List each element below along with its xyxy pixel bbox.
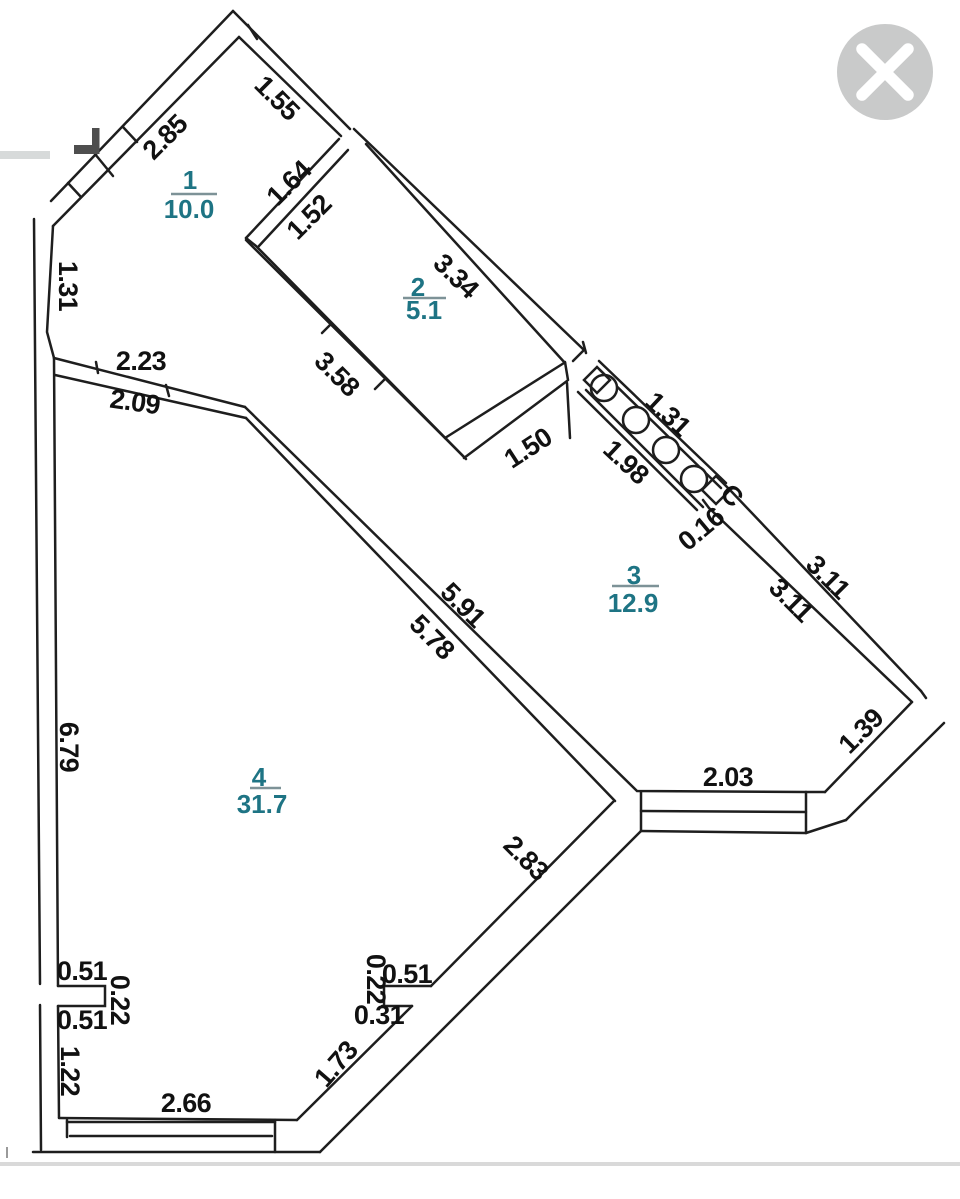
svg-text:1.31: 1.31 <box>53 261 83 312</box>
svg-text:0.51: 0.51 <box>382 959 433 989</box>
svg-text:1.39: 1.39 <box>833 702 890 759</box>
svg-text:2: 2 <box>411 272 425 302</box>
svg-text:1.22: 1.22 <box>55 1046 85 1096</box>
svg-text:1.73: 1.73 <box>308 1035 364 1093</box>
svg-text:2.23: 2.23 <box>116 346 167 376</box>
svg-text:0.22: 0.22 <box>105 975 135 1025</box>
svg-text:10.0: 10.0 <box>164 194 215 224</box>
svg-text:1.50: 1.50 <box>499 422 557 474</box>
svg-text:2.66: 2.66 <box>161 1088 212 1118</box>
svg-text:31.7: 31.7 <box>237 789 288 819</box>
svg-text:3: 3 <box>627 560 641 590</box>
svg-text:1: 1 <box>183 165 197 195</box>
svg-text:5.1: 5.1 <box>406 295 442 325</box>
svg-text:3.58: 3.58 <box>309 346 366 403</box>
svg-text:2.09: 2.09 <box>108 384 162 421</box>
svg-text:0.31: 0.31 <box>354 1000 405 1030</box>
svg-text:2.83: 2.83 <box>498 830 555 887</box>
svg-text:2.85: 2.85 <box>137 108 194 165</box>
svg-text:5.78: 5.78 <box>404 609 461 666</box>
svg-text:5.91: 5.91 <box>435 577 492 634</box>
svg-text:0.22: 0.22 <box>361 954 391 1004</box>
svg-text:0.51: 0.51 <box>57 1005 108 1035</box>
svg-text:0.51: 0.51 <box>57 956 108 986</box>
svg-text:2.03: 2.03 <box>703 762 754 792</box>
svg-text:1.55: 1.55 <box>249 70 306 127</box>
svg-text:0.16: 0.16 <box>672 501 730 557</box>
svg-text:12.9: 12.9 <box>608 588 659 618</box>
svg-text:6.79: 6.79 <box>54 722 84 773</box>
svg-text:4: 4 <box>252 762 267 792</box>
